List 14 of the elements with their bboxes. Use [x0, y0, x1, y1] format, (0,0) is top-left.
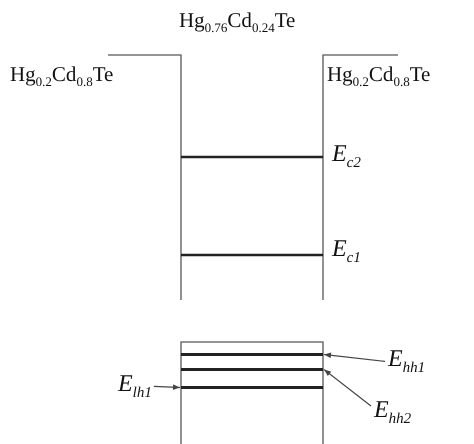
leader-line [324, 352, 386, 362]
energy-level-line [181, 386, 323, 389]
energy-level-label: E$_{c1}$ [332, 237, 361, 266]
material-label: Hg$_{0.2}$Cd$_{0.8}$Te [10, 64, 114, 88]
energy-level-line [181, 353, 323, 356]
leader-line [154, 384, 180, 390]
energy-level-line [181, 368, 323, 371]
energy-level-label: E$_{lh1}$ [118, 372, 152, 401]
material-label: Hg$_{0.2}$Cd$_{0.8}$Te [327, 64, 430, 88]
energy-level-label: E$_{c2}$ [332, 142, 361, 171]
energy-level-label: E$_{hh1}$ [388, 347, 426, 376]
leader-line [324, 369, 372, 406]
material-label: Hg$_{0.76}$Cd$_{0.24}$Te [179, 10, 296, 34]
energy-level-label: E$_{hh2}$ [374, 398, 412, 427]
